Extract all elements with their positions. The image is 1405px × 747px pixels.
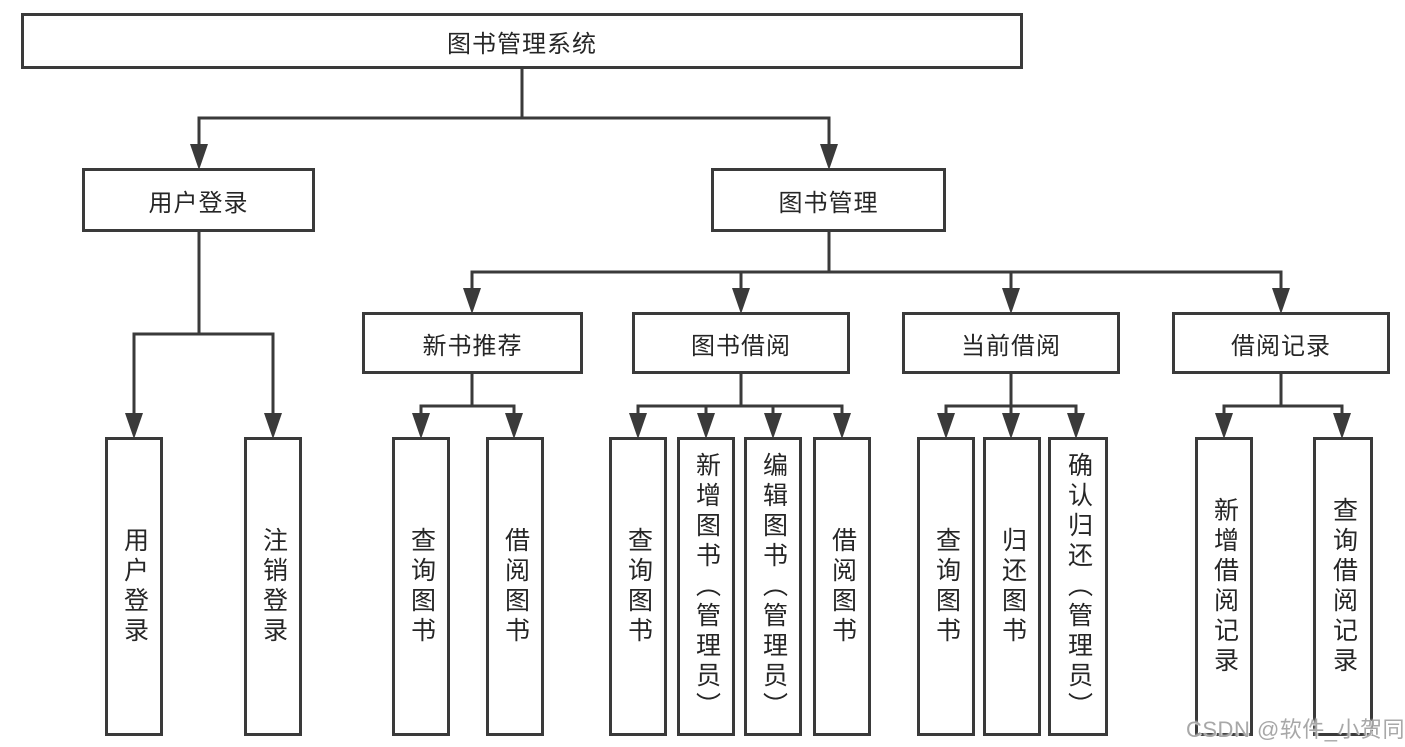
leaf-borrow-books-2: 借阅图书	[813, 437, 871, 736]
node-borrow-records-label: 借阅记录	[1231, 332, 1331, 360]
arrowhead-down-icon	[412, 413, 430, 439]
leaf-query-borrow-record: 查询借阅记录	[1313, 437, 1373, 736]
leaf-logout-label: 注销登录	[259, 526, 288, 647]
node-root: 图书管理系统	[21, 13, 1023, 69]
node-book-borrow: 图书借阅	[632, 312, 850, 374]
arrowhead-down-icon	[1333, 413, 1351, 439]
leaf-logout: 注销登录	[244, 437, 302, 736]
leaf-user-login-label: 用户登录	[120, 526, 149, 647]
arrowhead-down-icon	[1002, 413, 1020, 439]
leaf-borrow-books-2-label: 借阅图书	[828, 526, 857, 647]
leaf-return-books-label: 归还图书	[998, 526, 1027, 647]
arrowhead-down-icon	[1215, 413, 1233, 439]
leaf-query-books-1: 查询图书	[392, 437, 450, 736]
node-user-login: 用户登录	[82, 168, 315, 232]
arrowhead-down-icon	[820, 144, 838, 170]
node-book-borrow-label: 图书借阅	[691, 332, 791, 360]
arrowhead-down-icon	[505, 413, 523, 439]
leaf-add-borrow-record: 新增借阅记录	[1195, 437, 1253, 736]
csdn-watermark: CSDN @软件_小贺同学	[1186, 717, 1405, 742]
node-new-book-recommend: 新书推荐	[362, 312, 583, 374]
node-current-borrow: 当前借阅	[902, 312, 1120, 374]
leaf-borrow-books-1: 借阅图书	[486, 437, 544, 736]
leaf-user-login: 用户登录	[105, 437, 163, 736]
leaf-return-books: 归还图书	[983, 437, 1041, 736]
arrowhead-down-icon	[1067, 413, 1085, 439]
arrowhead-down-icon	[937, 413, 955, 439]
arrowhead-down-icon	[1002, 288, 1020, 314]
arrowhead-down-icon	[463, 288, 481, 314]
node-new-book-recommend-label: 新书推荐	[422, 332, 523, 360]
arrowhead-down-icon	[833, 413, 851, 439]
leaf-query-borrow-record-label: 查询借阅记录	[1329, 496, 1358, 677]
arrowhead-down-icon	[1272, 288, 1290, 314]
leaf-add-books-admin: 新增图书（管理员）	[677, 437, 735, 736]
arrowhead-down-icon	[732, 288, 750, 314]
arrowhead-down-icon	[125, 413, 143, 439]
leaf-query-books-3-label: 查询图书	[932, 526, 961, 647]
leaf-edit-books-admin-label: 编辑图书（管理员）	[759, 451, 788, 722]
node-book-management: 图书管理	[711, 168, 946, 232]
leaf-query-books-1-label: 查询图书	[407, 526, 436, 647]
node-root-label: 图书管理系统	[447, 30, 597, 58]
leaf-borrow-books-1-label: 借阅图书	[501, 526, 530, 647]
leaf-query-books-2: 查询图书	[609, 437, 667, 736]
node-current-borrow-label: 当前借阅	[961, 332, 1061, 360]
leaf-edit-books-admin: 编辑图书（管理员）	[744, 437, 802, 736]
node-book-management-label: 图书管理	[778, 189, 879, 217]
leaf-add-books-admin-label: 新增图书（管理员）	[692, 451, 721, 722]
leaf-query-books-3: 查询图书	[917, 437, 975, 736]
arrowhead-down-icon	[190, 144, 208, 170]
node-user-login-label: 用户登录	[148, 189, 249, 217]
arrowhead-down-icon	[264, 413, 282, 439]
node-borrow-records: 借阅记录	[1172, 312, 1390, 374]
arrowhead-down-icon	[697, 413, 715, 439]
arrowhead-down-icon	[629, 413, 647, 439]
leaf-add-borrow-record-label: 新增借阅记录	[1210, 496, 1239, 677]
leaf-confirm-return-admin-label: 确认归还（管理员）	[1064, 451, 1093, 722]
arrowhead-down-icon	[764, 413, 782, 439]
leaf-query-books-2-label: 查询图书	[624, 526, 653, 647]
leaf-confirm-return-admin: 确认归还（管理员）	[1048, 437, 1108, 736]
